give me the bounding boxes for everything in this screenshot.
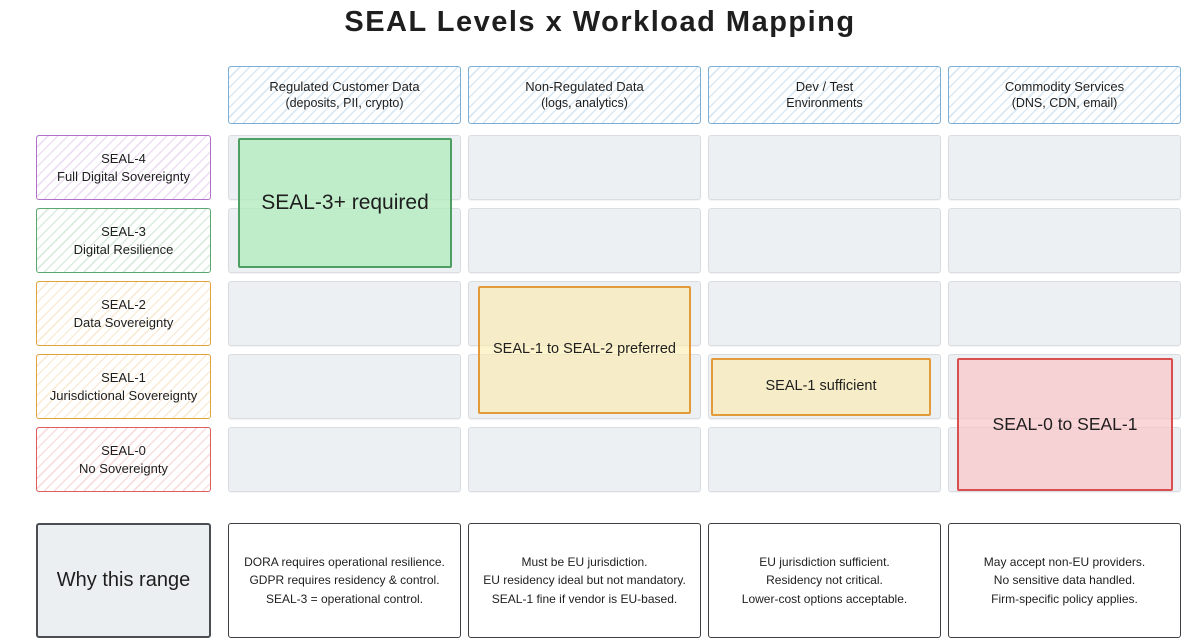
column-header-line1: Dev / Test <box>795 78 854 94</box>
row-header-seal-3: SEAL-3 Digital Resilience <box>36 208 211 273</box>
why-range-label: Why this range <box>56 569 191 591</box>
column-header-line2: (DNS, CDN, email) <box>1011 96 1118 111</box>
highlight-seal0-to-seal1: SEAL-0 to SEAL-1 <box>957 358 1173 491</box>
grid-cell <box>948 281 1181 346</box>
row-name: Data Sovereignty <box>73 314 174 330</box>
row-header-seal-2: SEAL-2 Data Sovereignty <box>36 281 211 346</box>
row-code: SEAL-2 <box>101 296 146 312</box>
grid-cell <box>468 427 701 492</box>
explanation-line: SEAL-1 fine if vendor is EU-based. <box>491 591 678 606</box>
row-name: Jurisdictional Sovereignty <box>49 387 198 403</box>
explanation-line: EU residency ideal but not mandatory. <box>483 573 686 588</box>
column-header-commodity-services: Commodity Services (DNS, CDN, email) <box>948 66 1181 124</box>
column-header-line2: Environments <box>786 96 863 111</box>
explanation-line: DORA requires operational resilience. <box>244 554 445 569</box>
column-header-line2: (deposits, PII, crypto) <box>285 96 404 111</box>
row-code: SEAL-0 <box>101 442 146 458</box>
row-code: SEAL-1 <box>101 369 146 385</box>
grid-cell <box>228 281 461 346</box>
highlight-label: SEAL-0 to SEAL-1 <box>992 413 1138 434</box>
highlight-label: SEAL-3+ required <box>261 190 429 214</box>
row-name: Full Digital Sovereignty <box>57 168 190 184</box>
grid-cell <box>708 427 941 492</box>
grid-cell <box>708 135 941 200</box>
explanation-line: Residency not critical. <box>766 573 883 588</box>
column-header-line1: Non-Regulated Data <box>525 78 644 94</box>
highlight-label: SEAL-1 sufficient <box>765 378 877 395</box>
why-explanation-commodity-services: May accept non-EU providers. No sensitiv… <box>948 523 1181 638</box>
row-code: SEAL-4 <box>101 150 146 166</box>
explanation-line: Firm-specific policy applies. <box>991 591 1138 606</box>
explanation-line: Lower-cost options acceptable. <box>741 591 908 606</box>
column-header-regulated-customer-data: Regulated Customer Data (deposits, PII, … <box>228 66 461 124</box>
why-explanation-non-regulated-data: Must be EU jurisdiction. EU residency id… <box>468 523 701 638</box>
row-header-seal-4: SEAL-4 Full Digital Sovereignty <box>36 135 211 200</box>
row-name: No Sovereignty <box>79 460 168 476</box>
column-header-line2: (logs, analytics) <box>541 96 628 111</box>
grid-cell <box>708 208 941 273</box>
row-header-seal-1: SEAL-1 Jurisdictional Sovereignty <box>36 354 211 419</box>
page-title: SEAL Levels x Workload Mapping <box>344 6 856 38</box>
explanation-line: No sensitive data handled. <box>993 573 1136 588</box>
explanation-line: Must be EU jurisdiction. <box>521 554 648 569</box>
why-explanation-dev-test: EU jurisdiction sufficient. Residency no… <box>708 523 941 638</box>
column-header-dev-test: Dev / Test Environments <box>708 66 941 124</box>
column-header-line1: Commodity Services <box>1004 78 1125 94</box>
highlight-seal3-plus-required: SEAL-3+ required <box>238 138 452 268</box>
explanation-line: May accept non-EU providers. <box>983 554 1146 569</box>
grid-cell <box>468 135 701 200</box>
highlight-seal1-to-seal2-preferred: SEAL-1 to SEAL-2 preferred <box>478 286 691 414</box>
grid-cell <box>228 427 461 492</box>
row-name: Digital Resilience <box>73 241 174 257</box>
why-range-header: Why this range <box>36 523 211 638</box>
column-header-line1: Regulated Customer Data <box>269 78 420 94</box>
column-header-non-regulated-data: Non-Regulated Data (logs, analytics) <box>468 66 701 124</box>
highlight-label: SEAL-1 to SEAL-2 preferred <box>493 341 676 358</box>
why-explanation-regulated-customer-data: DORA requires operational resilience. GD… <box>228 523 461 638</box>
grid-cell <box>948 208 1181 273</box>
grid-cell <box>708 281 941 346</box>
row-code: SEAL-3 <box>101 223 146 239</box>
highlight-seal1-sufficient: SEAL-1 sufficient <box>711 358 931 416</box>
grid-cell <box>468 208 701 273</box>
explanation-line: SEAL-3 = operational control. <box>265 591 424 606</box>
row-header-seal-0: SEAL-0 No Sovereignty <box>36 427 211 492</box>
explanation-line: GDPR requires residency & control. <box>249 573 440 588</box>
explanation-line: EU jurisdiction sufficient. <box>759 554 890 569</box>
grid-cell <box>228 354 461 419</box>
grid-cell <box>948 135 1181 200</box>
